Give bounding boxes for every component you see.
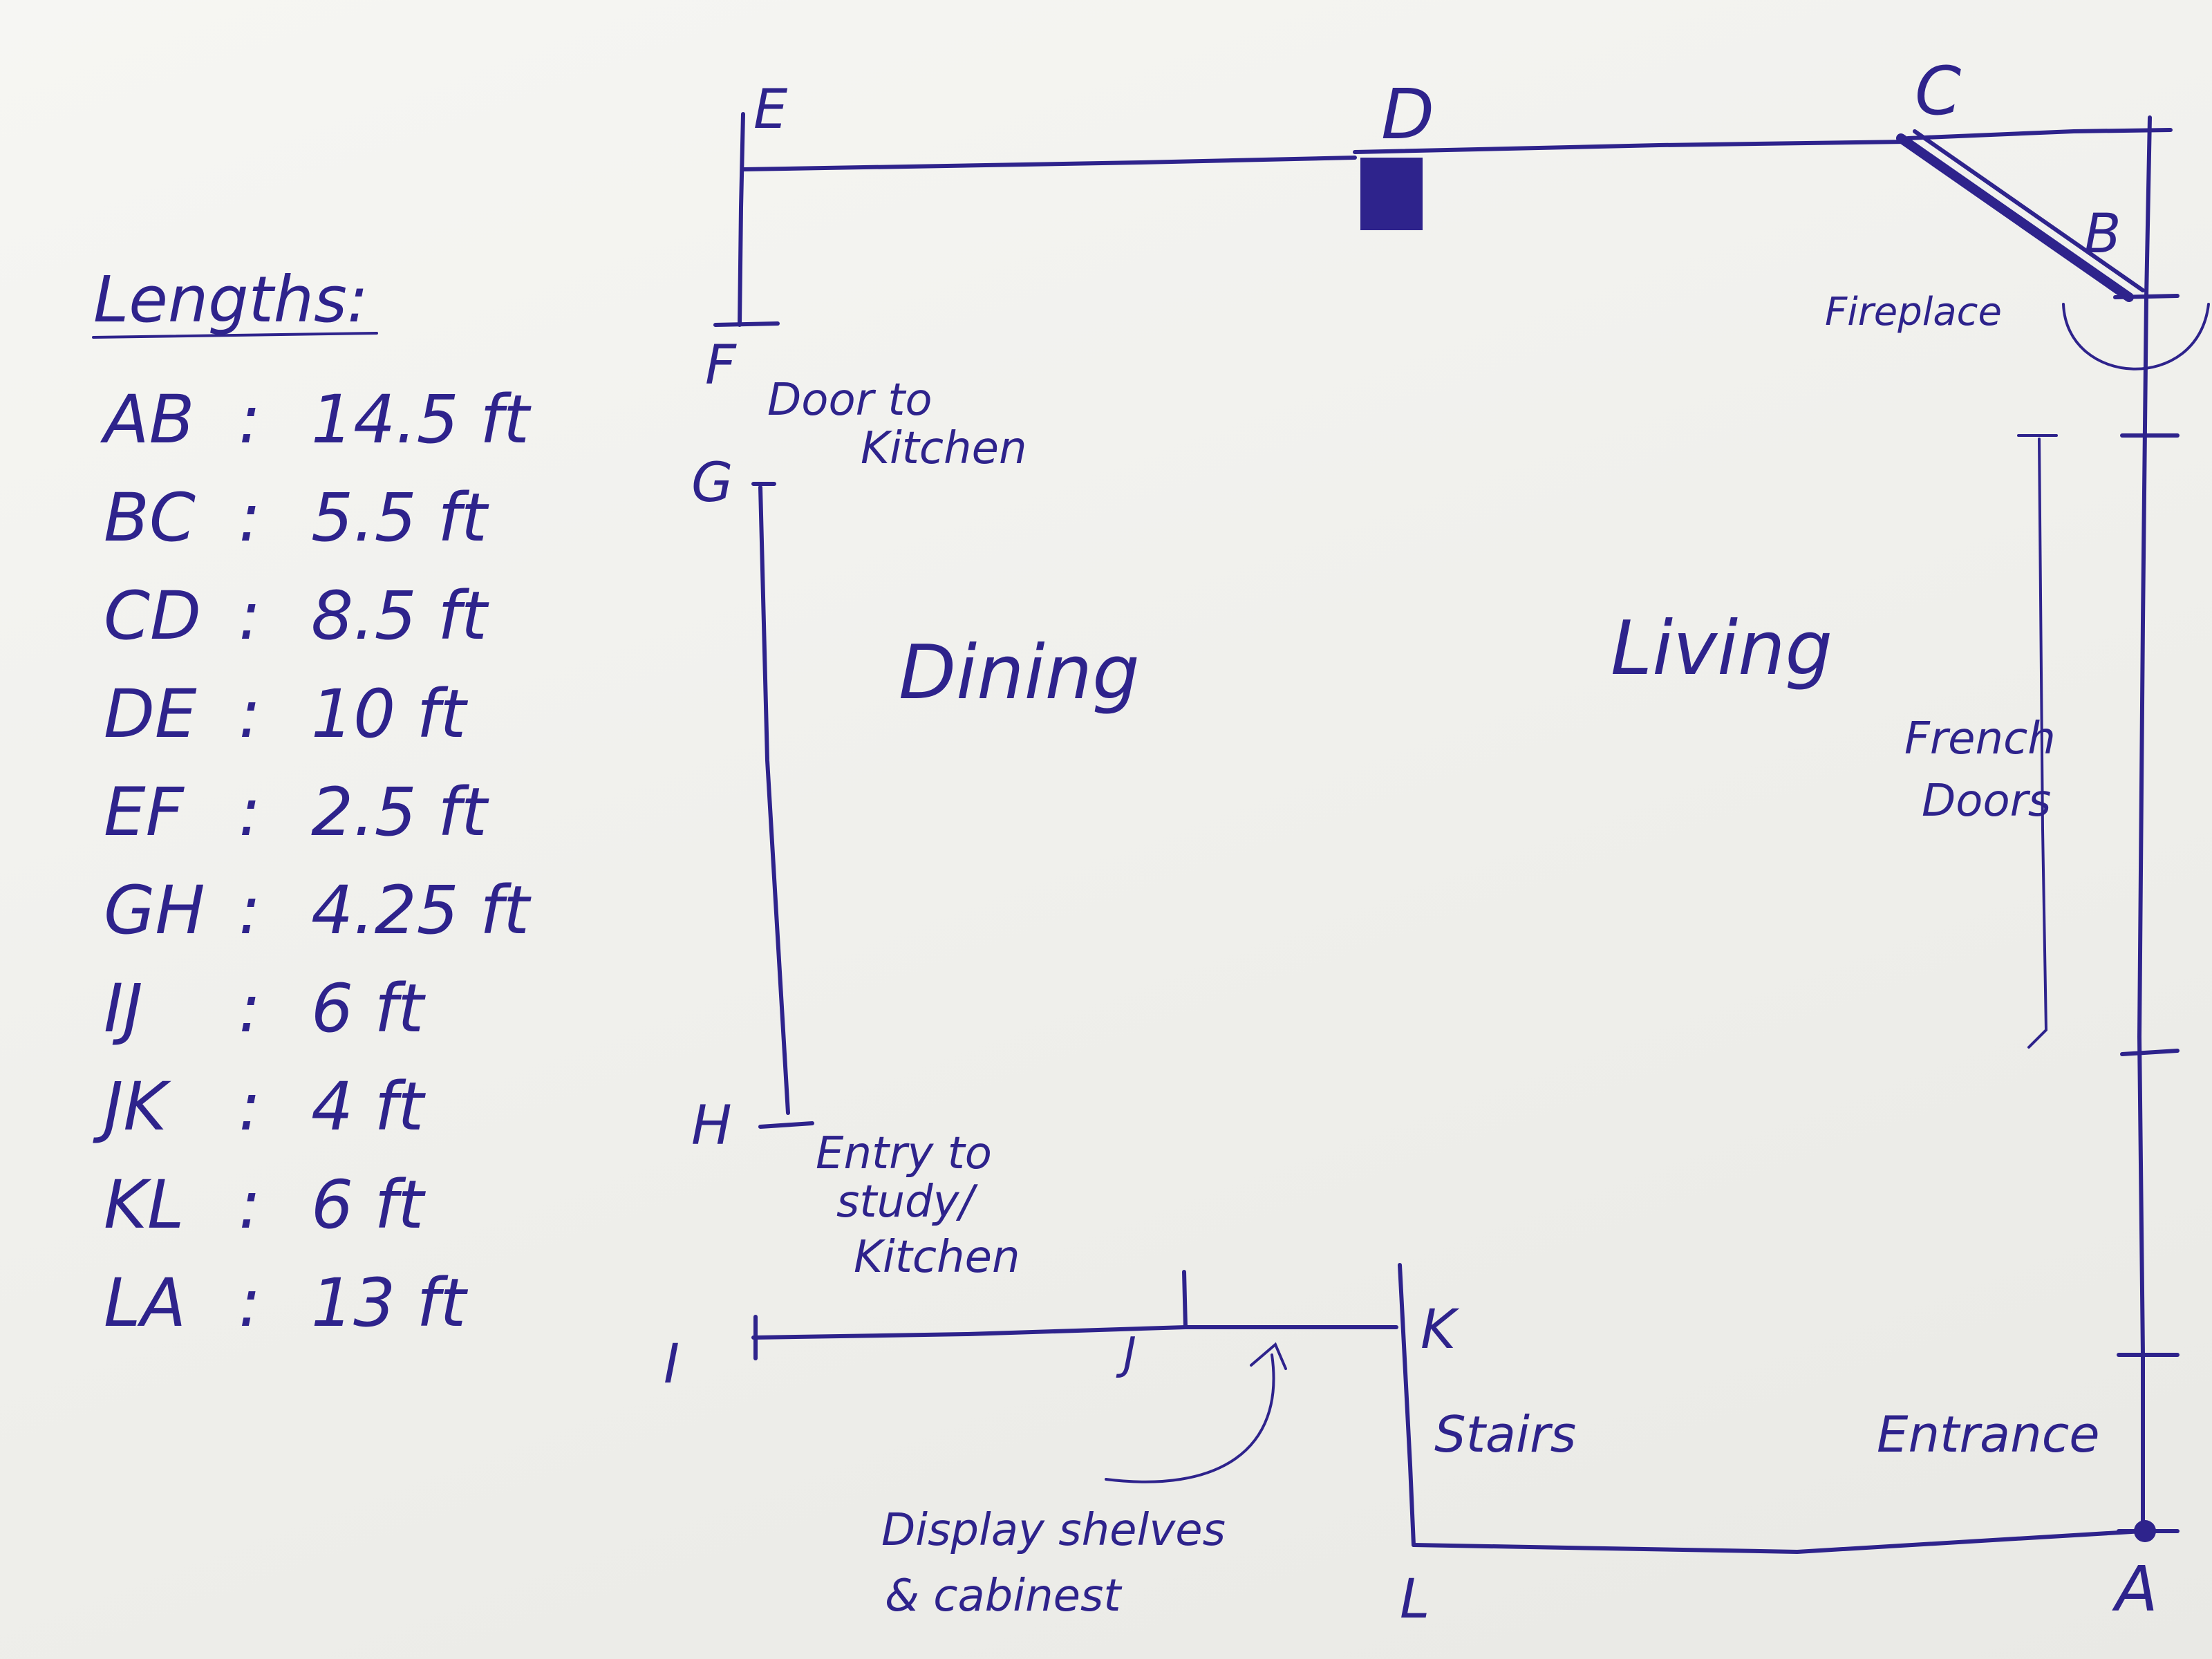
point-a-label: A: [2112, 1553, 2158, 1626]
fireplace-diagonal-edge: [1913, 129, 2145, 292]
point-a-dot: [2134, 1520, 2156, 1542]
point-d-label: D: [1381, 74, 1434, 155]
walls: [92, 112, 2210, 1554]
room-dining-label: Dining: [899, 630, 1140, 716]
wall-kl: [1398, 1263, 1416, 1547]
entry-label-3: Kitchen: [854, 1232, 1020, 1283]
fireplace-label: Fireplace: [1825, 290, 2002, 335]
point-l-label: L: [1400, 1568, 1430, 1631]
length-segment-de: DE: [104, 675, 197, 753]
point-k-label: K: [1421, 1299, 1460, 1361]
wall-dc: [1353, 140, 1910, 154]
display-shelves-label-1: Display shelves: [881, 1505, 1226, 1556]
tick-b: [2113, 294, 2180, 299]
length-separator: :: [238, 479, 261, 556]
length-value-cd: 8.5 ft: [311, 577, 489, 655]
length-segment-jk: JK: [93, 1068, 171, 1145]
length-separator: :: [238, 675, 261, 753]
length-separator: :: [238, 1264, 261, 1342]
fireplace-diagonal: [1896, 133, 2134, 302]
length-value-ab: 14.5 ft: [311, 381, 532, 458]
length-value-gh: 4.25 ft: [311, 872, 532, 949]
length-segment-gh: GH: [104, 872, 205, 949]
length-segment-cd: CD: [104, 577, 201, 655]
title-underline: [92, 332, 378, 339]
point-labels: E D C B F G H I J K L A: [664, 53, 2158, 1631]
length-segment-ij: IJ: [104, 970, 143, 1047]
point-h-label: H: [691, 1095, 732, 1157]
entrance-label: Entrance: [1877, 1405, 2100, 1463]
wall-gh: [751, 482, 790, 1115]
point-f-label: F: [705, 335, 737, 397]
wall-ef: [738, 112, 745, 327]
tick-right-2: [2120, 1049, 2180, 1056]
french-doors-label-1: French: [1904, 713, 2056, 765]
length-separator: :: [238, 872, 261, 949]
length-separator: :: [238, 1068, 261, 1145]
display-shelves-arrow: [1105, 1353, 1275, 1483]
display-shelves-arrowhead: [1250, 1342, 1287, 1370]
french-doors-bracket: [2017, 434, 2058, 1049]
length-segment-ef: EF: [104, 774, 185, 851]
point-b-label: B: [2084, 203, 2121, 265]
length-separator: :: [238, 1166, 261, 1244]
stairs-label: Stairs: [1434, 1405, 1576, 1463]
length-segment-la: LA: [104, 1264, 186, 1342]
wall-la: [1412, 1529, 2145, 1554]
length-value-bc: 5.5 ft: [311, 479, 489, 556]
door-d-marker: [1360, 158, 1423, 230]
length-segment-bc: BC: [104, 479, 196, 556]
length-separator: :: [238, 774, 261, 851]
point-g-label: G: [691, 452, 733, 514]
display-shelves-label-2: & cabinest: [885, 1571, 1123, 1622]
entry-label-2: study/: [836, 1177, 979, 1228]
length-value-jk: 4 ft: [311, 1068, 426, 1145]
point-i-label: I: [664, 1333, 679, 1396]
fireplace-arc: [2062, 303, 2210, 371]
wall-de: [741, 156, 1357, 171]
room-living-label: Living: [1611, 606, 1833, 692]
annotations: Fireplace Door to Kitchen Entry to study…: [767, 290, 2100, 1622]
length-value-ef: 2.5 ft: [311, 774, 489, 851]
entry-label-1: Entry to: [816, 1128, 992, 1179]
french-doors-label-2: Doors: [1922, 776, 2051, 827]
wall-c-corner: [1906, 128, 2173, 140]
length-separator: :: [238, 381, 261, 458]
length-value-de: 10 ft: [311, 675, 468, 753]
door-to-kitchen-label-2: Kitchen: [861, 423, 1027, 474]
length-value-la: 13 ft: [311, 1264, 468, 1342]
point-e-label: E: [753, 79, 788, 141]
tick-f: [713, 321, 780, 327]
point-c-label: C: [1915, 53, 1961, 130]
length-value-kl: 6 ft: [311, 1166, 426, 1244]
room-labels: Dining Living: [899, 606, 1833, 716]
length-separator: :: [238, 970, 261, 1047]
wall-ij: [751, 1325, 1188, 1340]
wall-ab: [2137, 115, 2152, 1537]
door-to-kitchen-label-1: Door to: [767, 375, 932, 426]
length-segment-kl: KL: [104, 1166, 184, 1244]
tick-j: [1182, 1270, 1188, 1329]
point-j-label: J: [1116, 1329, 1136, 1380]
tick-h: [758, 1121, 814, 1129]
length-separator: :: [238, 577, 261, 655]
length-segment-ab: AB: [100, 381, 195, 458]
length-value-ij: 6 ft: [311, 970, 426, 1047]
lengths-title: Lengths:: [93, 263, 368, 337]
